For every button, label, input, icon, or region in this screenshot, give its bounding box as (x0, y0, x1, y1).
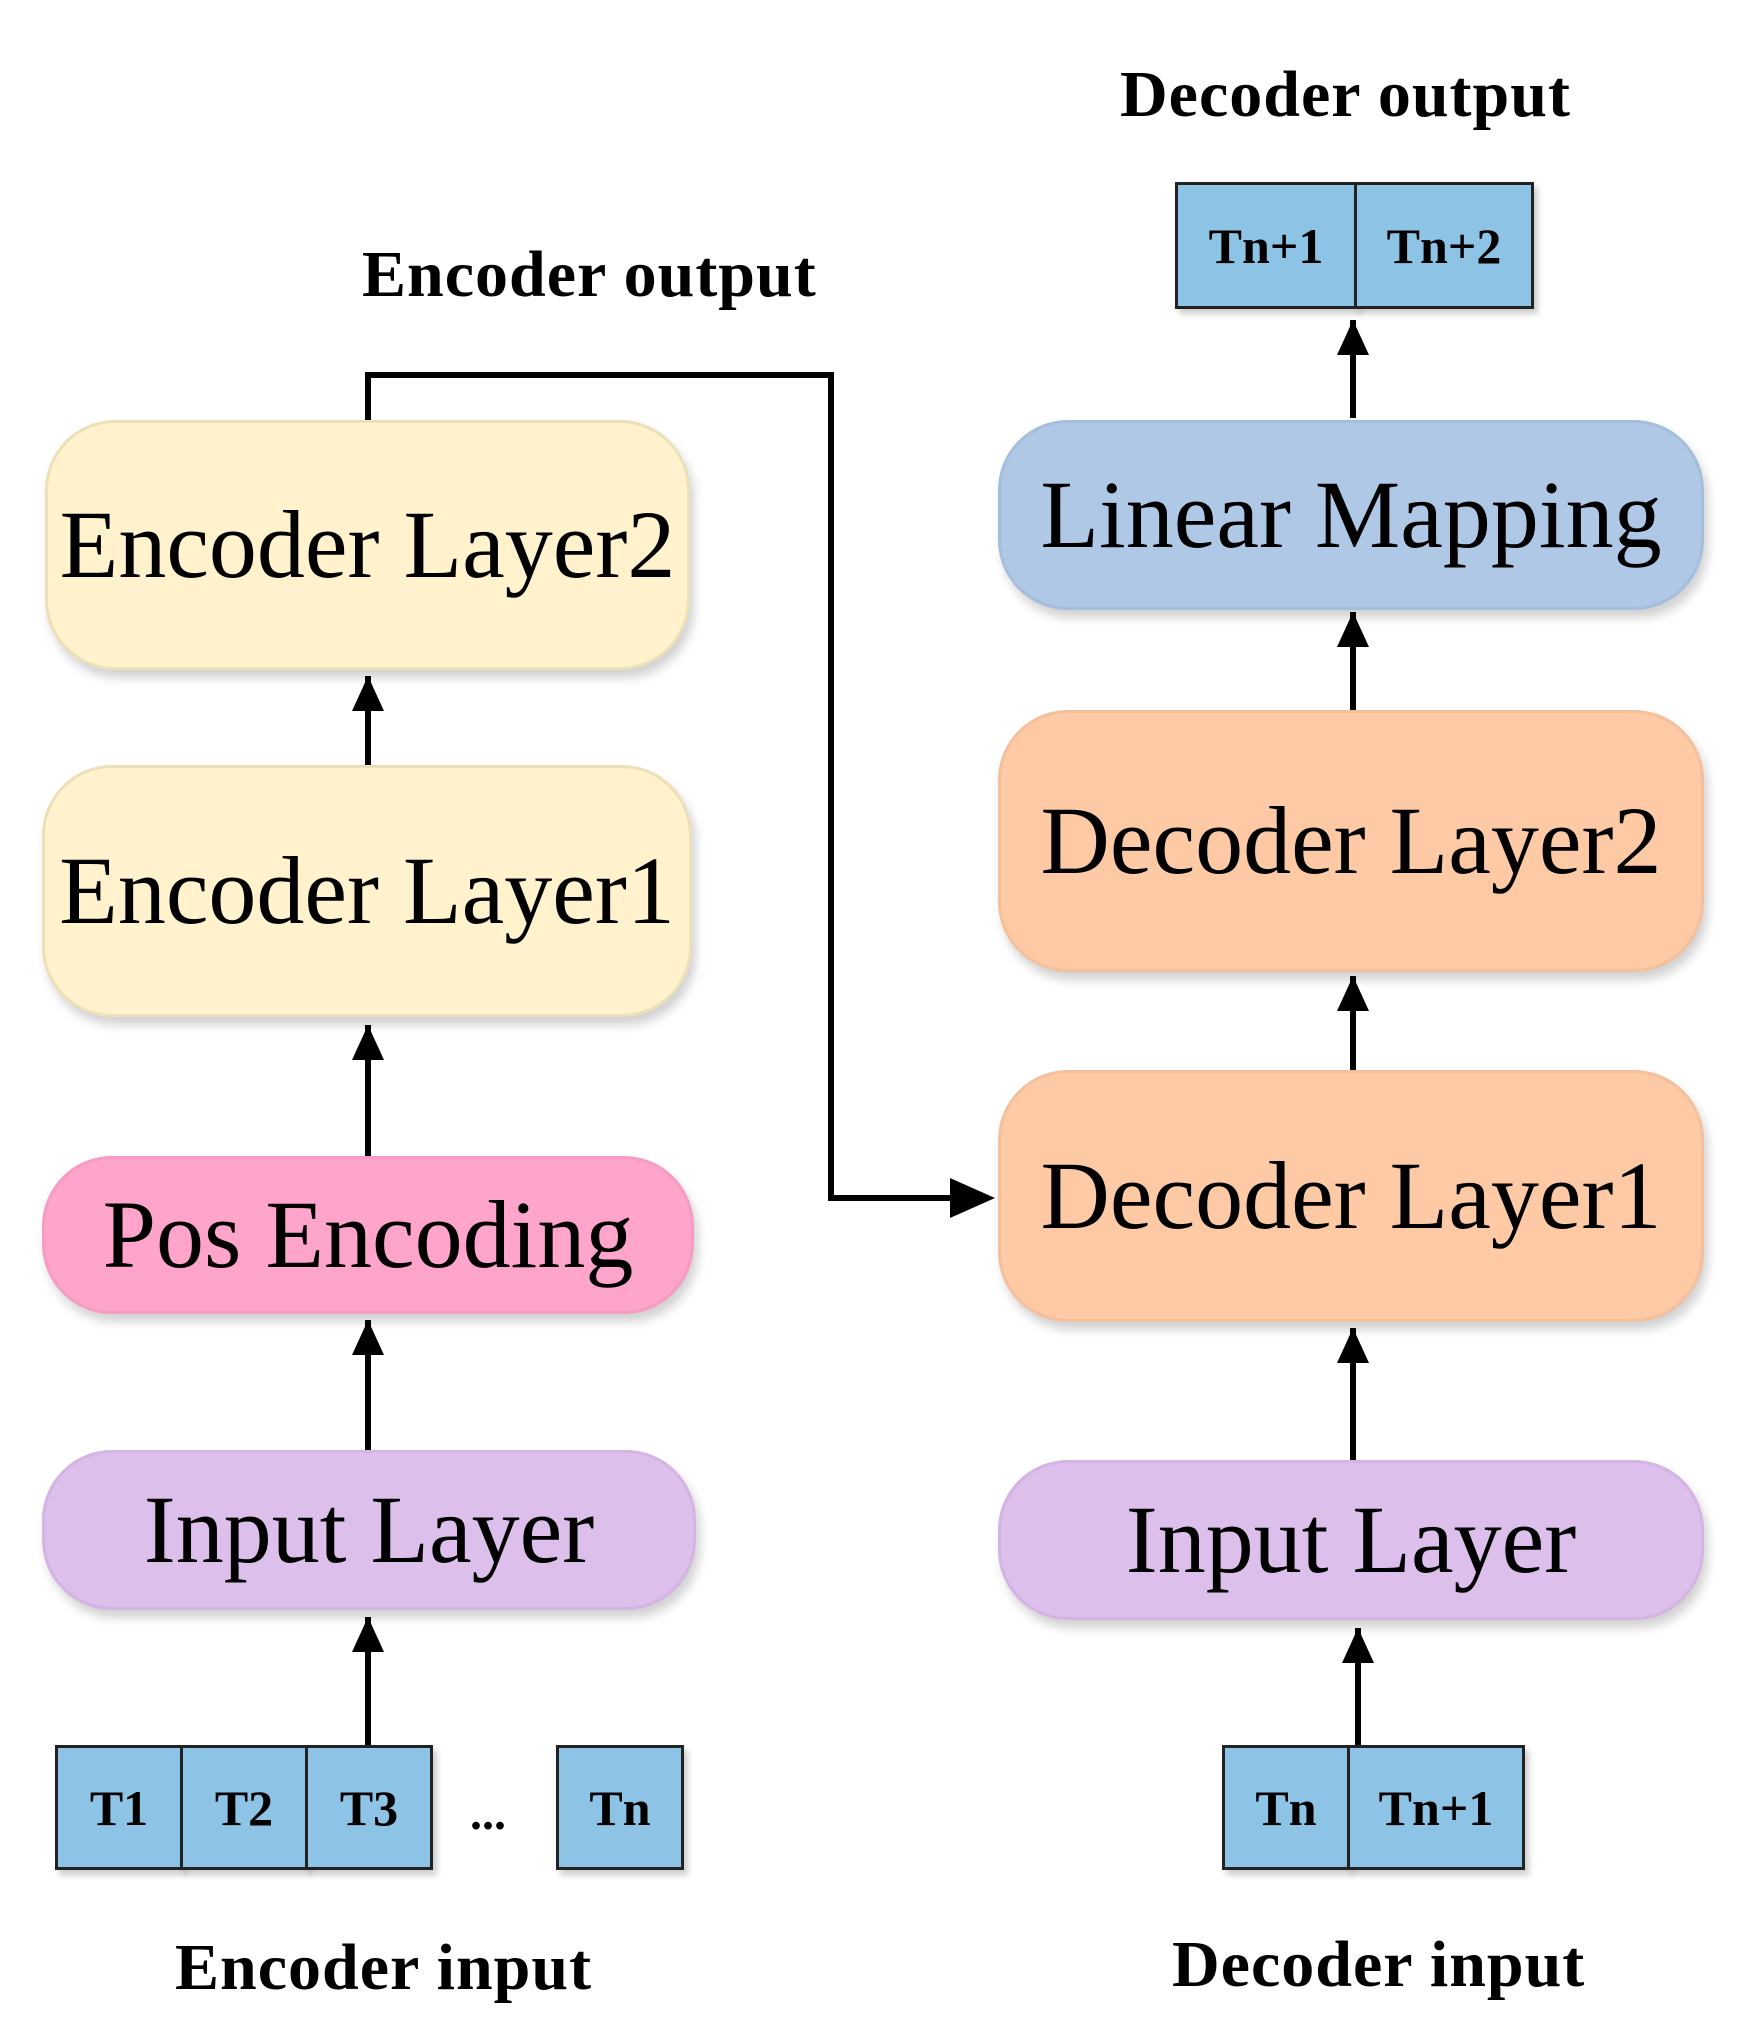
arrowhead (1337, 320, 1369, 355)
encoder-token: T1 (55, 1745, 183, 1870)
encoder-output-label: Encoder output (362, 238, 817, 311)
arrowhead (352, 1320, 384, 1355)
arrowhead (950, 1178, 995, 1218)
encoder-input-layer: Input Layer (42, 1450, 696, 1610)
encoder-input-layer-label: Input Layer (143, 1476, 595, 1583)
encoder-output-connector (365, 372, 958, 1201)
arrowhead (1337, 976, 1369, 1011)
encoder-layer1-label: Encoder Layer1 (59, 837, 675, 944)
decoder-layer2-label: Decoder Layer2 (1040, 787, 1662, 894)
token-label: Tn+1 (1208, 217, 1324, 274)
encoder-token: T2 (180, 1745, 308, 1870)
decoder-input-token: Tn (1222, 1745, 1350, 1870)
decoder-output-label: Decoder output (1120, 58, 1571, 131)
arrowhead (1337, 1328, 1369, 1363)
token-ellipsis: ... (470, 1787, 506, 1840)
arrowhead (352, 1025, 384, 1060)
token-label: Tn+2 (1386, 217, 1502, 274)
decoder-input-token: Tn+1 (1347, 1745, 1525, 1870)
encoder-input-label: Encoder input (175, 1931, 593, 2004)
token-label: Tn (589, 1779, 651, 1836)
arrowhead (1342, 1628, 1374, 1663)
decoder-output-token: Tn+1 (1175, 182, 1357, 309)
decoder-output-token: Tn+2 (1354, 182, 1534, 309)
pos-encoding-label: Pos Encoding (102, 1181, 634, 1288)
decoder-layer1-label: Decoder Layer1 (1040, 1142, 1662, 1249)
decoder-input-layer: Input Layer (998, 1460, 1704, 1620)
decoder-input-label: Decoder input (1172, 1928, 1586, 2001)
decoder-layer1: Decoder Layer1 (998, 1070, 1704, 1322)
arrowhead (352, 676, 384, 711)
arrowhead (1337, 612, 1369, 647)
encoder-token: Tn (556, 1745, 684, 1870)
token-label: Tn+1 (1378, 1779, 1494, 1836)
linear-mapping-layer: Linear Mapping (998, 420, 1704, 610)
encoder-layer2-label: Encoder Layer2 (59, 491, 676, 598)
token-label: Tn (1255, 1779, 1317, 1836)
encoder-token: T3 (305, 1745, 433, 1870)
token-label: T3 (339, 1779, 399, 1836)
encoder-layer1: Encoder Layer1 (42, 765, 692, 1017)
linear-mapping-label: Linear Mapping (1040, 461, 1662, 568)
encoder-layer2: Encoder Layer2 (45, 420, 690, 670)
token-label: T1 (89, 1779, 149, 1836)
arrowhead (352, 1617, 384, 1652)
decoder-layer2: Decoder Layer2 (998, 710, 1704, 972)
decoder-input-layer-label: Input Layer (1125, 1486, 1577, 1593)
token-label: T2 (214, 1779, 274, 1836)
pos-encoding-layer: Pos Encoding (42, 1156, 694, 1314)
